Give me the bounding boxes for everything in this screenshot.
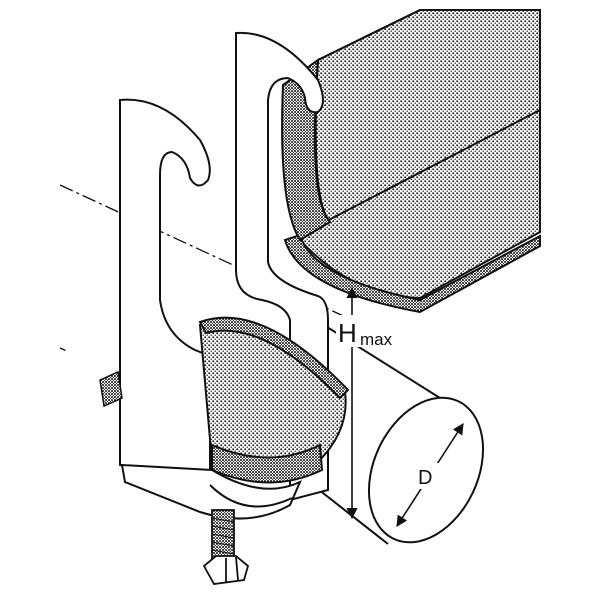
front-clamp-plate <box>119 98 211 487</box>
flat-cable-outline-top <box>317 9 421 61</box>
height-dimension: H max <box>336 286 406 520</box>
clamp-saddle <box>198 316 350 484</box>
flat-cable <box>281 9 541 314</box>
diameter-label-bg <box>414 463 440 489</box>
base-arc <box>209 484 293 508</box>
diameter-label: D <box>418 467 432 489</box>
saddle-rim <box>198 316 350 400</box>
height-label-sub: max <box>360 330 393 349</box>
height-label-main: H <box>338 318 357 348</box>
saddle-lower-layers <box>211 443 324 484</box>
side-nut <box>99 370 123 408</box>
clamp-bolt <box>202 509 250 585</box>
flat-cable-left-side <box>281 57 332 242</box>
height-label-bg <box>336 315 406 347</box>
